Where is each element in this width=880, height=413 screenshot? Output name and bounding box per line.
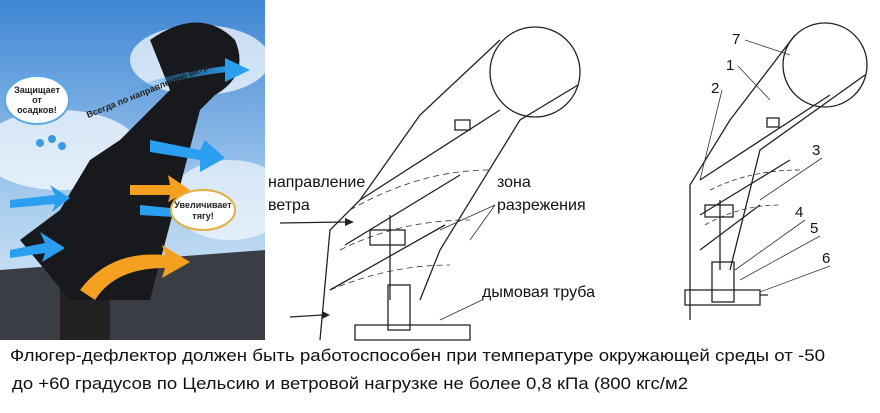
- chimney-label: дымовая труба: [482, 284, 595, 301]
- callout-3: 3: [812, 142, 820, 159]
- wind-direction-label-2: ветра: [268, 197, 310, 214]
- svg-text:от: от: [32, 95, 42, 105]
- callout-5: 5: [810, 220, 818, 237]
- low-pressure-zone-label: зона: [497, 174, 531, 191]
- callout-6: 6: [822, 250, 830, 267]
- callout-4: 4: [795, 204, 803, 221]
- svg-text:Защищает: Защищает: [14, 85, 60, 95]
- raindrops-icon: [36, 135, 66, 150]
- svg-text:Увеличивает: Увеличивает: [174, 200, 232, 210]
- cloud-protect: Защищает от осадков!: [4, 75, 70, 150]
- callout-2: 2: [711, 80, 719, 97]
- caption-line-2: до +60 градусов по Цельсию и ветровой на…: [12, 374, 688, 393]
- deflector-body: [20, 22, 240, 300]
- numbered-diagram: 7 1 2 3 4 5 6: [684, 22, 868, 320]
- callout-7: 7: [732, 31, 740, 48]
- wind-arrows-orange: [80, 175, 190, 300]
- callout-1: 1: [726, 57, 734, 74]
- caption-line-1: Флюгер-дефлектор должен быть работоспосо…: [10, 346, 825, 365]
- low-pressure-zone-label-2: разрежения: [497, 197, 586, 214]
- product-photo: Защищает от осадков! Всегда по направлен…: [0, 0, 290, 340]
- svg-text:осадков!: осадков!: [17, 105, 57, 115]
- svg-text:тягу!: тягу!: [192, 211, 213, 221]
- cloud-draft: Увеличивает тягу!: [170, 189, 236, 231]
- deflector-diagram: направление ветра зона разрежения дымова…: [268, 26, 595, 341]
- wind-direction-label: направление: [268, 174, 365, 191]
